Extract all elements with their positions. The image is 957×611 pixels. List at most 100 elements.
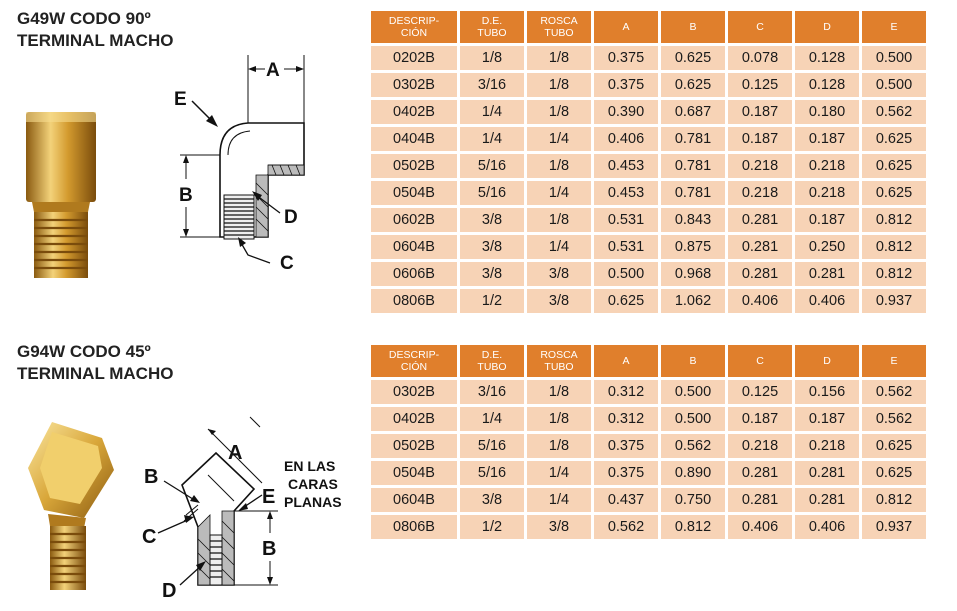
table-cell: 3/8 (527, 262, 591, 286)
table-cell: 0.781 (661, 154, 725, 178)
table-cell: 0.312 (594, 380, 658, 404)
table-cell: 0.453 (594, 181, 658, 205)
table-cell: 0.625 (594, 289, 658, 313)
header-cell: C (728, 11, 792, 43)
table-cell: 0.750 (661, 488, 725, 512)
elbow-90-label-b: B (179, 185, 193, 206)
table-cell: 0.218 (795, 434, 859, 458)
table-cell: 0604B (371, 235, 457, 259)
table-cell: 0.281 (795, 488, 859, 512)
table-cell: 0.218 (728, 181, 792, 205)
table-cell: 1/8 (527, 208, 591, 232)
table-cell: 1/8 (527, 154, 591, 178)
table-cell: 0.078 (728, 46, 792, 70)
table-cell: 0.625 (862, 181, 926, 205)
table-cell: 5/16 (460, 154, 524, 178)
table-cell: 0.781 (661, 127, 725, 151)
table-cell: 0.128 (795, 73, 859, 97)
table-cell: 0.218 (795, 154, 859, 178)
table-cell: 0.968 (661, 262, 725, 286)
table-cell: 0.390 (594, 100, 658, 124)
table-cell: 1/8 (527, 380, 591, 404)
table-cell: 0.156 (795, 380, 859, 404)
table-cell: 0402B (371, 100, 457, 124)
table-cell: 3/8 (460, 208, 524, 232)
elbow-90-diagram: A E B D C (174, 55, 305, 274)
elbow-90-label-d: D (284, 207, 298, 228)
table-cell: 0.812 (862, 235, 926, 259)
elbow-45-label-e: E (262, 486, 275, 508)
elbow-45-note-line2: CARAS (288, 476, 338, 492)
table-cell: 0.500 (594, 262, 658, 286)
table-cell: 0.562 (862, 407, 926, 431)
table-cell: 0.375 (594, 46, 658, 70)
elbow-90-label-e: E (174, 89, 187, 110)
table-cell: 1/8 (527, 100, 591, 124)
table-cell: 1/4 (527, 488, 591, 512)
table-cell: 0.562 (661, 434, 725, 458)
table-cell: 0.281 (728, 262, 792, 286)
header-cell: DESCRIP-CIÓN (371, 345, 457, 377)
table-cell: 5/16 (460, 434, 524, 458)
table-cell: 0.625 (862, 434, 926, 458)
table-cell: 1/4 (460, 127, 524, 151)
table-cell: 0.875 (661, 235, 725, 259)
table-cell: 0.250 (795, 235, 859, 259)
header-cell: E (862, 345, 926, 377)
table-cell: 3/8 (460, 235, 524, 259)
table-cell: 0.125 (728, 73, 792, 97)
table-cell: 3/8 (460, 262, 524, 286)
table-cell: 0.812 (862, 488, 926, 512)
table-cell: 0.218 (728, 154, 792, 178)
table-cell: 0.187 (728, 127, 792, 151)
table-cell: 1/4 (527, 181, 591, 205)
table-cell: 0302B (371, 73, 457, 97)
table-cell: 0.187 (728, 407, 792, 431)
table-cell: 0.125 (728, 380, 792, 404)
table-cell: 0402B (371, 407, 457, 431)
header-cell: A (594, 345, 658, 377)
header-cell: E (862, 11, 926, 43)
elbow-90-label-c: C (280, 253, 294, 274)
table-cell: 0.625 (862, 461, 926, 485)
elbow-45-diagram: A B C D E EN LAS CARAS PLANAS B (142, 416, 342, 602)
table-cell: 0.187 (728, 100, 792, 124)
table-cell: 0.500 (661, 380, 725, 404)
table-cell: 0602B (371, 208, 457, 232)
table-cell: 0.625 (862, 154, 926, 178)
header-cell: DESCRIP-CIÓN (371, 11, 457, 43)
table-cell: 0202B (371, 46, 457, 70)
table-cell: 0.312 (594, 407, 658, 431)
table-cell: 0.406 (795, 515, 859, 539)
table-cell: 0.187 (795, 127, 859, 151)
table-cell: 1/4 (460, 100, 524, 124)
table-cell: 0502B (371, 434, 457, 458)
table-cell: 0.812 (661, 515, 725, 539)
table-cell: 0.562 (862, 380, 926, 404)
table-cell: 0.218 (728, 434, 792, 458)
elbow-45-photo (28, 422, 114, 590)
table-cell: 0.687 (661, 100, 725, 124)
table-cell: 0.128 (795, 46, 859, 70)
section2-title: G94W CODO 45º TERMINAL MACHO (17, 341, 173, 385)
elbow-45-label-c: C (142, 526, 156, 548)
section1-title-line1: G49W CODO 90º (17, 9, 151, 28)
header-cell: D (795, 11, 859, 43)
table-cell: 5/16 (460, 181, 524, 205)
table-cell: 1/4 (527, 127, 591, 151)
table-cell: 0.562 (594, 515, 658, 539)
table-cell: 0.531 (594, 208, 658, 232)
table-cell: 0.500 (862, 46, 926, 70)
table-cell: 1/8 (460, 46, 524, 70)
table-cell: 1/4 (527, 235, 591, 259)
